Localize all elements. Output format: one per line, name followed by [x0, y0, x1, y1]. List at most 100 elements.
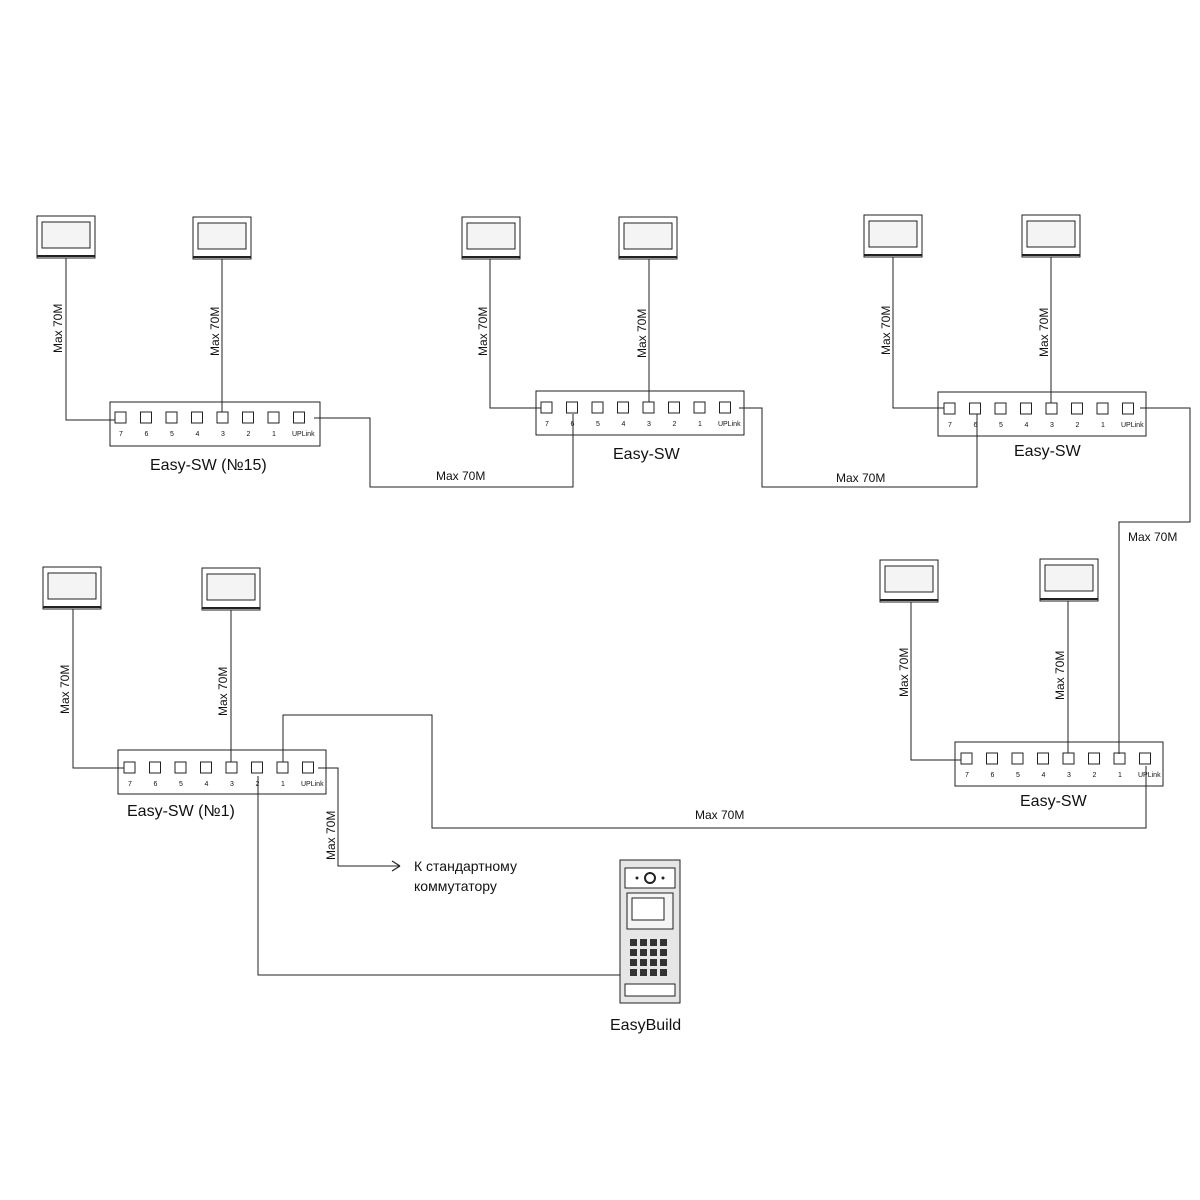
keypad-key: [650, 969, 657, 976]
port-3: [216, 411, 229, 424]
port-4: [191, 411, 203, 424]
keypad-key: [650, 949, 657, 956]
cable-label: Max 70M: [897, 648, 911, 697]
port-1: [267, 411, 280, 424]
port-UPLink: [1139, 752, 1151, 765]
port-label: 7: [128, 781, 132, 788]
switch-label-2: Easy-SW: [613, 446, 681, 463]
switch-label-15: Easy-SW (№15): [150, 457, 267, 474]
port-3: [642, 401, 655, 414]
port-label: 7: [965, 772, 969, 779]
port-4: [1037, 752, 1049, 765]
port-label: 2: [1093, 772, 1097, 779]
port-label: 6: [974, 422, 978, 429]
keypad-key: [660, 949, 667, 956]
port-1: [1096, 402, 1109, 415]
cable-label: Max 70M: [476, 307, 490, 356]
port-6: [140, 411, 152, 424]
cable-label: Max 70M: [58, 665, 72, 714]
keypad-key: [640, 969, 647, 976]
port-6: [986, 752, 998, 765]
cable-label: Max 70M: [216, 667, 230, 716]
uplink-target-line1: К стандартному: [414, 858, 517, 874]
cable-label: Max 70M: [1128, 530, 1177, 544]
port-7: [123, 761, 136, 774]
monitor-6: [1021, 214, 1081, 258]
switch-label-1: Easy-SW (№1): [127, 803, 235, 820]
cable-label: Max 70M: [1037, 308, 1051, 357]
port-6: [149, 761, 161, 774]
port-UPLink: [719, 401, 731, 414]
port-label: 5: [170, 431, 174, 438]
keypad-key: [640, 959, 647, 966]
cable-label: Max 70M: [51, 304, 65, 353]
port-label: 1: [1101, 422, 1105, 429]
port-7: [540, 401, 553, 414]
uplink-target-line2: коммутатору: [414, 878, 497, 894]
monitor-5: [863, 214, 923, 258]
port-7: [960, 752, 973, 765]
port-label: 4: [1025, 422, 1029, 429]
port-label: 3: [221, 431, 225, 438]
port-label: UPLink: [718, 421, 741, 428]
port-label: 5: [1016, 772, 1020, 779]
keypad-key: [660, 959, 667, 966]
port-5: [165, 411, 178, 424]
port-2: [242, 411, 254, 424]
cable-label: Max 70M: [695, 808, 744, 822]
keypad-key: [630, 939, 637, 946]
port-UPLink: [1122, 402, 1134, 415]
keypad-key: [640, 939, 647, 946]
port-5: [994, 402, 1007, 415]
port-6: [566, 401, 578, 414]
port-label: 1: [1118, 772, 1122, 779]
port-label: 7: [948, 422, 952, 429]
cable-label: Max 70M: [635, 309, 649, 358]
port-label: 3: [230, 781, 234, 788]
port-5: [1011, 752, 1024, 765]
cable-labels: Max 70M Max 70M Max 70M Max 70M Max 70M …: [51, 304, 1177, 860]
cable-label: Max 70M: [208, 307, 222, 356]
monitor-1: [36, 215, 96, 259]
cable-lines: [65, 257, 1191, 976]
port-4: [617, 401, 629, 414]
port-label: 7: [119, 431, 123, 438]
cable-label: Max 70M: [1053, 651, 1067, 700]
port-label: 3: [647, 421, 651, 428]
monitor-4: [618, 216, 678, 260]
monitor-9: [879, 559, 939, 603]
cable-label: Max 70M: [879, 306, 893, 355]
port-label: 2: [673, 421, 677, 428]
keypad-key: [650, 959, 657, 966]
port-label: 4: [205, 781, 209, 788]
port-label: 3: [1067, 772, 1071, 779]
keypad-key: [630, 959, 637, 966]
port-label: 2: [1076, 422, 1080, 429]
port-4: [1020, 402, 1032, 415]
port-label: 1: [272, 431, 276, 438]
port-UPLink: [302, 761, 314, 774]
port-1: [693, 401, 706, 414]
port-3: [1045, 402, 1058, 415]
port-2: [668, 401, 680, 414]
port-4: [200, 761, 212, 774]
port-label: 5: [596, 421, 600, 428]
cable-label: Max 70M: [836, 471, 885, 485]
keypad-key: [630, 949, 637, 956]
port-7: [943, 402, 956, 415]
port-label: UPLink: [301, 781, 324, 788]
panel-label: EasyBuild: [610, 1017, 681, 1034]
port-label: 1: [281, 781, 285, 788]
port-5: [174, 761, 187, 774]
port-label: UPLink: [1121, 422, 1144, 429]
keypad-key: [660, 939, 667, 946]
keypad-key: [640, 949, 647, 956]
port-label: 2: [247, 431, 251, 438]
keypad-key: [660, 969, 667, 976]
monitor-8: [201, 567, 261, 611]
